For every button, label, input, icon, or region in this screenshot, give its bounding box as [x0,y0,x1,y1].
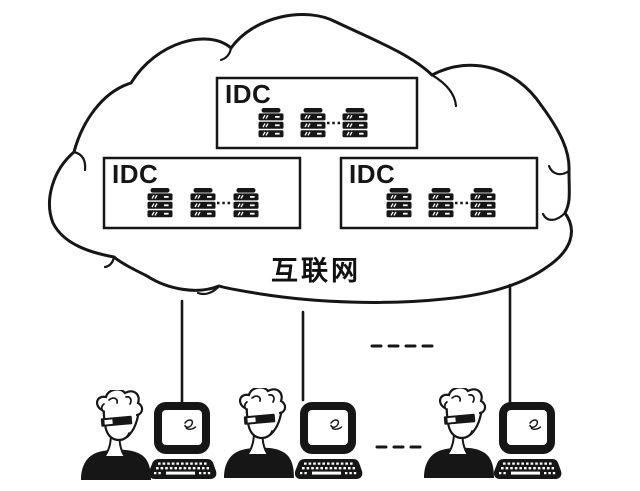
client-group-3 [422,388,563,481]
idc-box-left: IDC [102,156,302,230]
cloud-curl-accents [72,46,571,296]
user-icon [79,390,153,480]
internet-label: 互联网 [271,256,361,286]
idc-label: IDC [112,159,158,189]
computer-icon [148,400,218,481]
computer-icon [294,400,364,481]
idc-label: IDC [349,159,395,189]
idc-box-top: IDC [215,76,419,150]
idc-box-right: IDC [339,156,539,230]
client-group-1 [79,390,218,481]
idc-label: IDC [225,79,271,109]
internet-cloud: 互联网 [48,13,573,304]
cloud-outline-icon [48,13,573,304]
client-group-2 [222,388,364,481]
computer-icon [493,400,563,481]
user-icon [222,388,296,478]
user-icon [422,388,496,478]
